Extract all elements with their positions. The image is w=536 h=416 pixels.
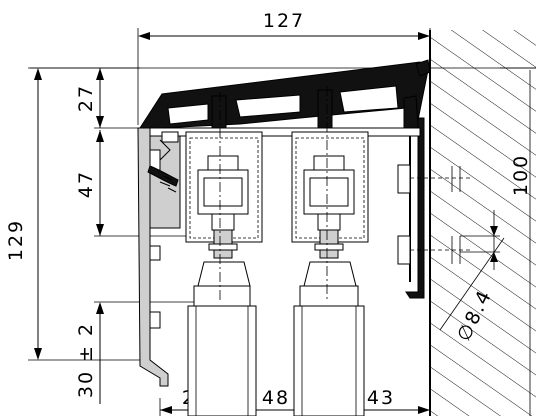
ceiling-profile — [139, 59, 431, 137]
runner-left — [197, 155, 249, 259]
panel-left — [187, 261, 257, 416]
dimension-lower-offset: 30 ± 2 — [75, 301, 196, 404]
runner-right — [303, 155, 355, 259]
center-lines — [219, 86, 328, 300]
dimension-label-lower-offset: 30 ± 2 — [75, 322, 97, 398]
wall-bracket — [397, 117, 470, 299]
dimension-label-upper-offset: 27 — [75, 84, 97, 112]
dimension-label-bottom-right: 43 — [367, 387, 395, 409]
dimension-label-total-height: 129 — [5, 219, 27, 261]
dimension-total-height: 129 — [5, 67, 140, 361]
wall — [429, 30, 536, 416]
dimension-label-mid-offset: 47 — [75, 170, 97, 198]
dimension-label-right-height: 100 — [510, 154, 532, 196]
dimension-label-top-width: 127 — [263, 10, 305, 32]
left-profile — [137, 127, 179, 387]
dimension-right-height: 100 — [500, 67, 536, 416]
carrier-rail — [139, 127, 421, 229]
dimension-upper-offset: 27 — [75, 68, 140, 129]
panel-right — [293, 261, 365, 416]
dimension-label-bottom-mid: 48 — [262, 387, 290, 409]
dimension-top-width: 127 — [137, 10, 431, 125]
